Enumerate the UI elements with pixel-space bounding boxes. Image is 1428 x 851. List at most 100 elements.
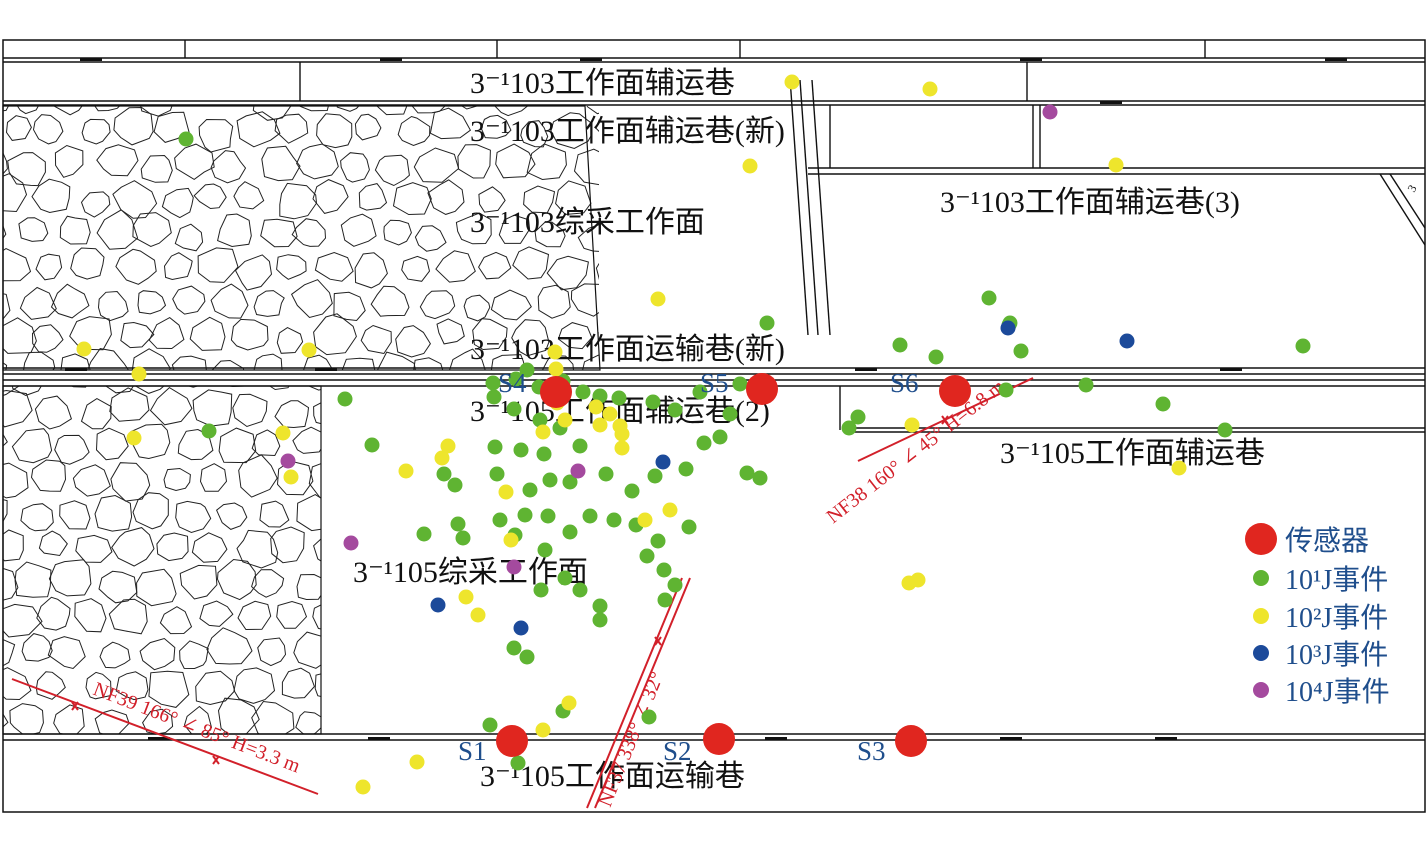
event-e1-marker: [759, 315, 775, 331]
event-e2-marker: [398, 463, 414, 479]
event-e2-marker: [910, 572, 926, 588]
rubble-block: [291, 218, 327, 247]
rubble-block: [53, 704, 85, 734]
event-e1-marker: [592, 612, 608, 628]
rubble-block: [234, 254, 273, 291]
rubble-block: [281, 667, 315, 699]
rubble-block: [354, 113, 382, 141]
rubble-block: [276, 460, 314, 496]
rubble-block: [292, 426, 321, 454]
event-e3-marker: [430, 597, 446, 613]
event-e2-marker: [301, 342, 317, 358]
event-e1-marker: [650, 533, 666, 549]
rubble-block: [3, 499, 8, 523]
rubble-block: [308, 463, 321, 498]
rubble-block: [189, 316, 226, 351]
rubble-block: [414, 225, 447, 252]
event-e1-marker: [1078, 377, 1094, 393]
rubble-block: [183, 705, 213, 734]
event-e1-marker: [639, 548, 655, 564]
rubble-block: [3, 106, 10, 112]
rubble-block: [397, 115, 431, 147]
event-e2-marker: [602, 406, 618, 422]
event-e1-marker: [201, 423, 217, 439]
rubble-block: [3, 248, 32, 282]
event-e1-marker: [732, 376, 748, 392]
rubble-block: [392, 182, 432, 216]
rubble-block: [312, 604, 321, 630]
event-e1-marker: [575, 384, 591, 400]
rubble-block: [577, 224, 599, 252]
rubble-block: [142, 708, 174, 734]
event-e2-marker: [548, 361, 564, 377]
rubble-block: [99, 641, 131, 669]
event-e1-marker: [482, 717, 498, 733]
sensor-s6-marker: [939, 375, 971, 407]
rubble-block: [573, 148, 599, 186]
rubble-block: [87, 348, 130, 370]
rubble-block: [54, 144, 84, 178]
rubble-block: [85, 671, 112, 700]
rubble-block: [253, 353, 283, 370]
goaf-area-105: [3, 386, 321, 734]
event-e1-marker: [519, 362, 535, 378]
legend-e3-label: 10³J事件: [1285, 639, 1388, 671]
label-corner-digit: 3: [1404, 182, 1419, 194]
rubble-block: [161, 187, 194, 219]
event-e1-marker: [447, 477, 463, 493]
event-e3-marker: [1000, 320, 1016, 336]
event-e1-marker: [850, 409, 866, 425]
event-e1-marker: [1155, 396, 1171, 412]
rubble-block: [511, 319, 550, 357]
rubble-block: [21, 633, 53, 662]
rubble-block: [316, 113, 353, 149]
event-e1-marker: [624, 483, 640, 499]
fault-nf37: [586, 577, 691, 809]
rubble-block: [236, 529, 279, 569]
event-e2-marker: [535, 424, 551, 440]
rubble-block: [69, 316, 112, 351]
rubble-block: [542, 354, 575, 370]
event-e1-marker: [562, 524, 578, 540]
event-e4-marker: [343, 535, 359, 551]
rubble-block: [232, 393, 268, 428]
rubble-block: [211, 359, 245, 370]
rubble-block: [455, 212, 492, 245]
sensor-label-s2: S2: [663, 736, 692, 766]
rubble-block: [148, 317, 185, 350]
legend-e2-marker: [1253, 608, 1269, 624]
rubble-block: [115, 671, 149, 701]
label-aux-roadway-103-3: 3⁻¹103工作面辅运巷(3): [940, 186, 1240, 219]
rubble-block: [23, 351, 56, 370]
rubble-block: [395, 325, 431, 358]
rubble-block: [31, 324, 64, 353]
event-e1-marker: [486, 389, 502, 405]
rubble-block: [30, 459, 67, 492]
event-e2-marker: [557, 412, 573, 428]
rubble-block: [131, 348, 171, 370]
rubble-block: [70, 386, 87, 388]
rubble-block: [140, 106, 173, 117]
event-e1-marker: [540, 508, 556, 524]
rubble-block: [276, 327, 304, 354]
rubble-block: [555, 180, 592, 216]
rubble-block: [94, 106, 121, 112]
event-e2-marker: [283, 469, 299, 485]
rubble-block: [163, 252, 193, 281]
sensor-s1-marker: [496, 725, 528, 757]
rubble-block: [32, 114, 64, 145]
legend-e3-marker: [1253, 645, 1269, 661]
sensor-s2-marker: [703, 723, 735, 755]
rubble-block: [376, 106, 408, 116]
rubble-block: [3, 667, 32, 701]
event-e1-marker: [647, 468, 663, 484]
rubble-block: [370, 285, 410, 317]
rubble-block: [80, 398, 112, 430]
rubble-block: [550, 112, 593, 150]
event-e1-marker: [712, 429, 728, 445]
sensor-s3-marker: [895, 725, 927, 757]
rubble-block: [276, 254, 307, 280]
rubble-block: [290, 279, 333, 319]
event-e1-marker: [667, 402, 683, 418]
event-e2-marker: [650, 291, 666, 307]
